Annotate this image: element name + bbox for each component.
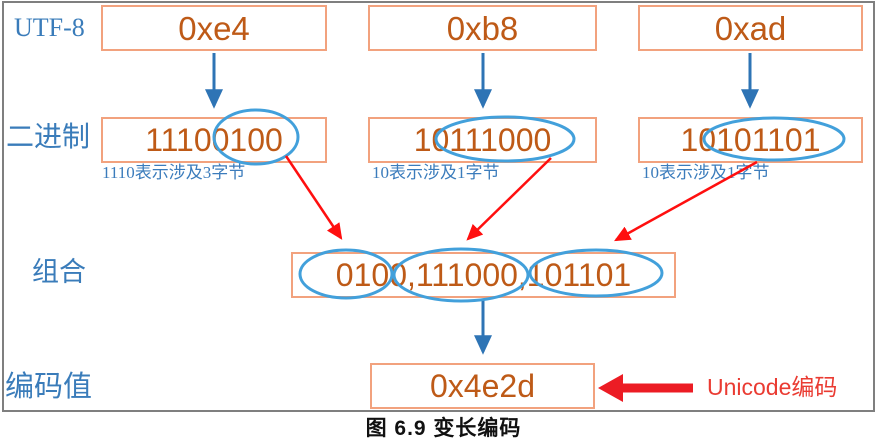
hex-byte-box-3: 0xad	[638, 5, 863, 51]
figure-caption: 图 6.9 变长编码	[365, 417, 522, 440]
hex-byte-box-2: 0xb8	[368, 5, 597, 51]
binary-note-2: 10表示涉及1字节	[372, 163, 500, 182]
binary-note-1: 1110表示涉及3字节	[102, 163, 246, 182]
row-label-utf8: UTF-8	[14, 13, 85, 42]
diagram-frame	[2, 1, 875, 412]
encoded-value-box: 0x4e2d	[370, 363, 595, 409]
binary-box-1: 11100100	[101, 117, 327, 163]
binary-box-2: 10111000	[368, 117, 597, 163]
binary-box-3: 10101101	[638, 117, 863, 163]
combined-bits-box: 0100,111000,101101	[291, 252, 676, 298]
row-label-combine: 组合	[32, 257, 86, 287]
row-label-encoded: 编码值	[5, 371, 93, 403]
hex-byte-box-1: 0xe4	[101, 5, 327, 51]
binary-note-3: 10表示涉及1字节	[642, 163, 770, 182]
row-label-binary: 二进制	[6, 122, 91, 153]
unicode-annotation: Unicode编码	[707, 374, 838, 400]
